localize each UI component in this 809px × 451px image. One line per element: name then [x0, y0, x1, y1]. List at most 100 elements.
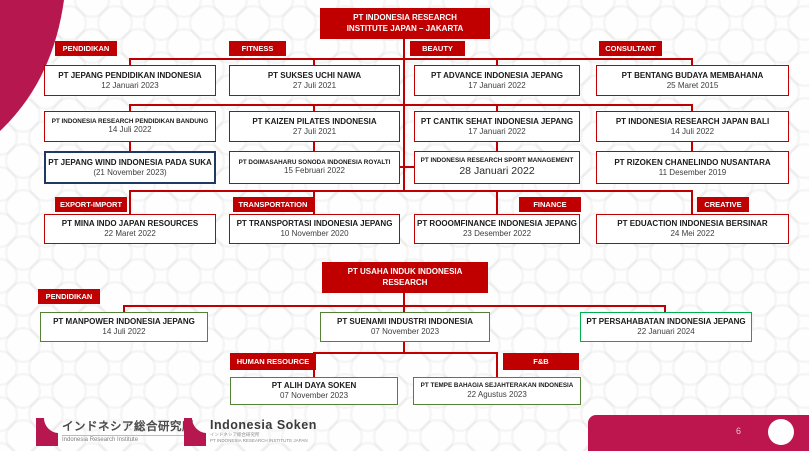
connector-line [403, 293, 405, 305]
logo-indonesia-research-institute: インドネシア総合研究所 Indonesia Research Institute [36, 418, 194, 446]
company-name: PT MANPOWER INDONESIA JEPANG [53, 317, 195, 326]
org-box: PT INDONESIA RESEARCH JAPAN BALI 14 Juli… [596, 111, 789, 142]
org-root-line2: RESEARCH [382, 277, 428, 287]
company-date: 23 Desember 2022 [462, 229, 532, 238]
org-root-usaha-induk: PT USAHA INDUK INDONESIA RESEARCH [322, 262, 488, 293]
connector-line [313, 142, 315, 152]
connector-line [123, 305, 125, 313]
logo-jp-name: インドネシア総合研究所 [62, 421, 194, 433]
company-name: PT SUKSES UCHI NAWA [267, 70, 362, 80]
org-box: PT MINA INDO JAPAN RESOURCES 22 Maret 20… [44, 214, 216, 244]
company-name: PT INDONESIA RESEARCH JAPAN BALI [615, 116, 770, 126]
connector-line [403, 342, 405, 353]
category-export-import: EXPORT-IMPORT [55, 197, 127, 212]
company-date: 17 Januari 2022 [468, 126, 526, 136]
org-box: PT PERSAHABATAN INDONESIA JEPANG 22 Janu… [580, 312, 752, 342]
category-pendidikan: PENDIDIKAN [55, 41, 117, 56]
org-box: PT DOIMASAHARU SONODA INDONESIA ROYALTI … [229, 151, 400, 184]
company-date: 15 Februari 2022 [284, 166, 345, 176]
company-date: 27 Juli 2021 [292, 126, 337, 136]
company-date: 14 Juli 2022 [102, 327, 146, 336]
category-fnb: F&B [503, 353, 579, 370]
org-box: PT MANPOWER INDONESIA JEPANG 14 Juli 202… [40, 312, 208, 342]
connector-line [403, 39, 405, 190]
company-date: 14 Juli 2022 [670, 126, 715, 136]
org-box: PT SUENAMI INDUSTRI INDONESIA 07 Novembe… [320, 312, 490, 342]
category-fitness: FITNESS [229, 41, 286, 56]
company-name: PT TRANSPORTASI INDONESIA JEPANG [236, 219, 393, 228]
org-box: PT TRANSPORTASI INDONESIA JEPANG 10 Nove… [229, 214, 400, 244]
connector-line [399, 166, 415, 168]
company-date: 07 November 2023 [370, 327, 440, 336]
connector-line [496, 352, 498, 378]
logo-soken-name: Indonesia Soken [210, 418, 317, 432]
company-date: 27 Juli 2021 [292, 80, 337, 90]
connector-line [129, 58, 131, 66]
category-finance: FINANCE [519, 197, 581, 212]
connector-line [496, 190, 498, 215]
company-name: PT ALIH DAYA SOKEN [271, 381, 357, 390]
page-number: 6 [736, 426, 742, 436]
company-name: PT JEPANG PENDIDIKAN INDONESIA [58, 70, 202, 80]
category-human-resource: HUMAN RESOURCE [230, 353, 316, 370]
connector-line [129, 142, 131, 152]
org-root-line2: INSTITUTE JAPAN – JAKARTA [346, 23, 464, 33]
company-date: 17 Januari 2022 [468, 80, 526, 90]
org-box: PT ADVANCE INDONESIA JEPANG 17 Januari 2… [414, 65, 580, 96]
org-box: PT BENTANG BUDAYA MEMBAHANA 25 Maret 201… [596, 65, 789, 96]
company-name: PT PERSAHABATAN INDONESIA JEPANG [586, 317, 746, 326]
company-date: 07 November 2023 [279, 391, 349, 400]
company-name: PT BENTANG BUDAYA MEMBAHANA [621, 70, 764, 80]
institute-logo-icon [36, 418, 58, 446]
company-date: 10 November 2020 [280, 229, 349, 238]
company-name: PT INDONESIA RESEARCH SPORT MANAGEMENT [420, 157, 574, 164]
company-date: 22 Maret 2022 [104, 229, 156, 238]
company-name: PT INDONESIA RESEARCH PENDIDIKAN BANDUNG [51, 117, 209, 125]
connector-line [691, 104, 693, 112]
company-date: (21 November 2023) [93, 167, 167, 177]
connector-line [691, 190, 693, 215]
org-box: PT INDONESIA RESEARCH SPORT MANAGEMENT 2… [414, 151, 580, 184]
company-name: PT SUENAMI INDUSTRI INDONESIA [336, 317, 473, 326]
company-name: PT EDUACTION INDONESIA BERSINAR [617, 219, 768, 228]
connector-line [496, 58, 498, 66]
connector-line [129, 190, 131, 215]
company-name: PT JEPANG WIND INDONESIA PADA SUKA [48, 157, 212, 167]
company-name: PT MINA INDO JAPAN RESOURCES [61, 219, 199, 228]
connector-line [313, 352, 498, 354]
org-box: PT JEPANG PENDIDIKAN INDONESIA 12 Januar… [44, 65, 216, 96]
company-date: 28 Januari 2022 [459, 164, 535, 177]
company-date: 24 Mei 2022 [670, 229, 715, 238]
connector-line [129, 104, 693, 106]
company-name: PT RIZOKEN CHANELINDO NUSANTARA [614, 157, 771, 167]
org-box: PT CANTIK SEHAT INDONESIA JEPANG 17 Janu… [414, 111, 580, 142]
connector-line [664, 305, 666, 313]
company-name: PT ROOOMFINANCE INDONESIA JEPANG [416, 219, 577, 228]
category-beauty: BEAUTY [410, 41, 465, 56]
connector-line [313, 190, 315, 215]
category-transportation: TRANSPORTATION [233, 197, 313, 212]
connector-line [691, 58, 693, 66]
company-date: 22 Januari 2024 [637, 327, 695, 336]
org-box: PT TEMPE BAHAGIA SEJAHTERAKAN INDONESIA … [413, 377, 581, 405]
category-creative: CREATIVE [697, 197, 749, 212]
connector-line [129, 58, 693, 60]
org-root-jakarta: PT INDONESIA RESEARCH INSTITUTE JAPAN – … [320, 8, 490, 39]
company-date: 22 Agustus 2023 [467, 389, 527, 399]
org-box: PT EDUACTION INDONESIA BERSINAR 24 Mei 2… [596, 214, 789, 244]
connector-line [129, 190, 693, 192]
company-name: PT DOIMASAHARU SONODA INDONESIA ROYALTI [238, 158, 391, 166]
org-root-line1: PT USAHA INDUK INDONESIA [347, 267, 463, 277]
company-name: PT KAIZEN PILATES INDONESIA [252, 116, 377, 126]
company-date: 11 Desember 2019 [658, 167, 727, 177]
logo-indonesia-soken: Indonesia Soken インドネシア総合研究所 PT INDONESIA… [184, 418, 317, 446]
soken-logo-icon [184, 418, 206, 446]
company-date: 25 Maret 2015 [666, 80, 719, 90]
connector-line [691, 142, 693, 152]
category-consultant: CONSULTANT [599, 41, 662, 56]
corner-swoosh-decoration [0, 0, 64, 131]
connector-line [496, 142, 498, 152]
connector-line [313, 58, 315, 66]
footer-circle-decoration [768, 419, 794, 445]
